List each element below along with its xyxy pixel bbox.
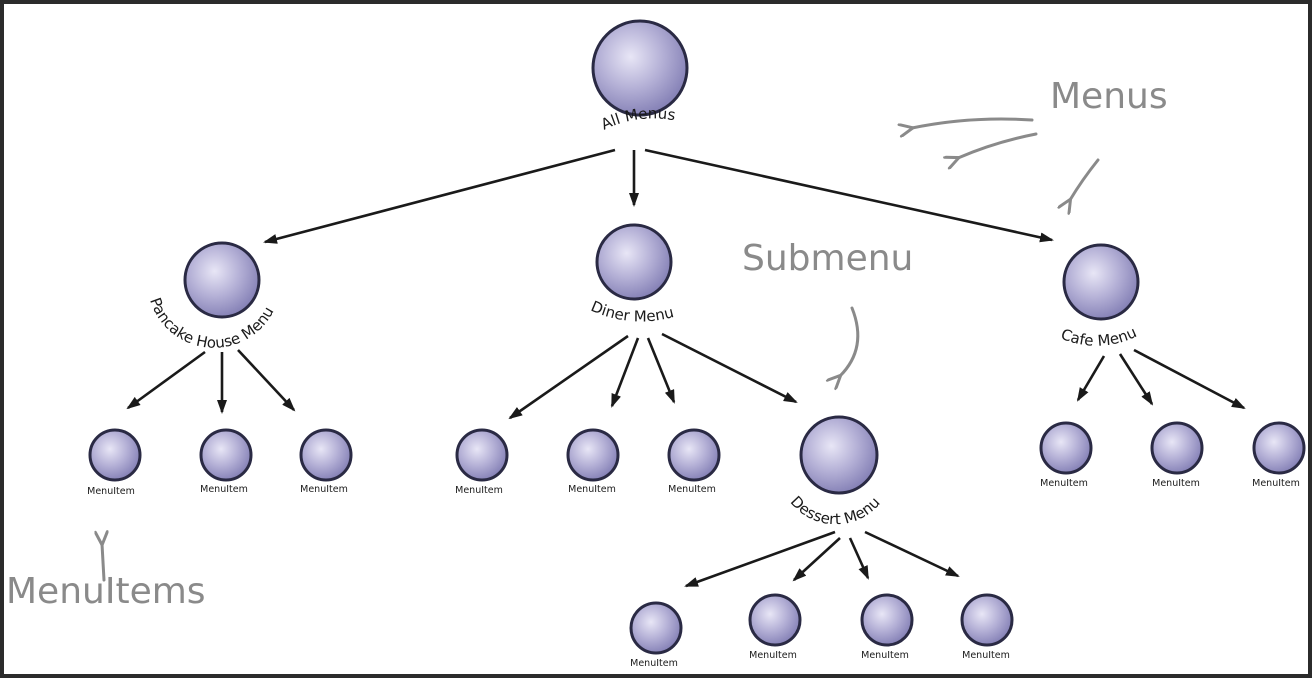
- arrow-dessert-to-item-2: [792, 537, 841, 582]
- arrow-diner-to-item-1: [508, 334, 629, 420]
- node-dessert-item-1: [629, 601, 683, 655]
- node-pancake-house-menu: [183, 241, 261, 319]
- annotations: Menus Submenu MenuItems: [6, 76, 1168, 612]
- arrow-pancake-to-item-1: [126, 350, 206, 410]
- node-pancake-item-3: [299, 428, 353, 482]
- tree-nodes: [88, 19, 1306, 655]
- node-cafe-item-1: [1039, 421, 1093, 475]
- label-menu-item: MenuItem: [861, 650, 909, 661]
- annotation-menu-items: MenuItems: [6, 571, 206, 612]
- annotation-menus: Menus: [1050, 76, 1168, 117]
- arrow-diner-to-item-3: [646, 337, 676, 404]
- label-menu-item: MenuItem: [200, 484, 248, 495]
- annotation-arrow-menu-items: [102, 544, 104, 582]
- annotation-arrow-menus-1: [912, 117, 1034, 128]
- annotation-submenu: Submenu: [742, 238, 913, 279]
- node-dessert-item-3: [860, 593, 914, 647]
- arrow-dessert-to-item-4: [864, 530, 960, 578]
- annotation-arrow-submenu: [840, 306, 860, 376]
- node-cafe-item-3: [1252, 421, 1306, 475]
- label-menu-item: MenuItem: [630, 658, 678, 669]
- node-cafe-item-2: [1150, 421, 1204, 475]
- arrow-diner-to-item-2: [610, 337, 640, 408]
- node-dessert-item-4: [960, 593, 1014, 647]
- arrow-diner-to-dessert: [661, 332, 798, 404]
- label-cafe-menu: Cafe Menu: [1059, 323, 1140, 350]
- label-dessert-menu: Dessert Menu: [787, 492, 884, 528]
- node-dessert-item-2: [748, 593, 802, 647]
- node-cafe-menu: [1062, 243, 1140, 321]
- node-pancake-item-2: [199, 428, 253, 482]
- label-menu-item: MenuItem: [1040, 478, 1088, 489]
- arrow-cafe-to-item-3: [1133, 348, 1246, 410]
- arrow-dessert-to-item-1: [684, 530, 836, 588]
- label-menu-item: MenuItem: [668, 484, 716, 495]
- arrow-dessert-to-item-3: [848, 537, 870, 580]
- annotation-arrow-menus-2: [958, 132, 1038, 158]
- annotation-arrow-menus-3: [1070, 158, 1100, 200]
- diagram-canvas: All Menus Pancake House Menu Diner Menu …: [4, 4, 1308, 674]
- arrow-all-to-pancake: [263, 148, 616, 244]
- label-menu-item: MenuItem: [962, 650, 1010, 661]
- arrow-all-to-cafe: [644, 148, 1054, 243]
- label-menu-item: MenuItem: [455, 485, 503, 496]
- node-pancake-item-1: [88, 428, 142, 482]
- node-dessert-menu: [799, 415, 879, 495]
- label-menu-item: MenuItem: [749, 650, 797, 661]
- node-all-menus: [591, 19, 689, 117]
- node-diner-menu: [595, 223, 673, 301]
- arrow-cafe-to-item-2: [1118, 353, 1154, 406]
- label-menu-item: MenuItem: [300, 484, 348, 495]
- arrow-pancake-to-item-3: [237, 349, 296, 412]
- tree-arrows: [126, 148, 1246, 588]
- label-menu-item: MenuItem: [568, 484, 616, 495]
- node-diner-item-3: [667, 428, 721, 482]
- label-diner-menu: Diner Menu: [588, 297, 675, 325]
- arrow-cafe-to-item-1: [1076, 355, 1106, 402]
- node-diner-item-2: [566, 428, 620, 482]
- label-menu-item: MenuItem: [1152, 478, 1200, 489]
- label-menu-item: MenuItem: [87, 486, 135, 497]
- node-diner-item-1: [455, 428, 509, 482]
- label-menu-item: MenuItem: [1252, 478, 1300, 489]
- menu-item-labels: MenuItem MenuItem MenuItem MenuItem Menu…: [87, 478, 1300, 669]
- menu-tree-diagram: All Menus Pancake House Menu Diner Menu …: [6, 19, 1306, 669]
